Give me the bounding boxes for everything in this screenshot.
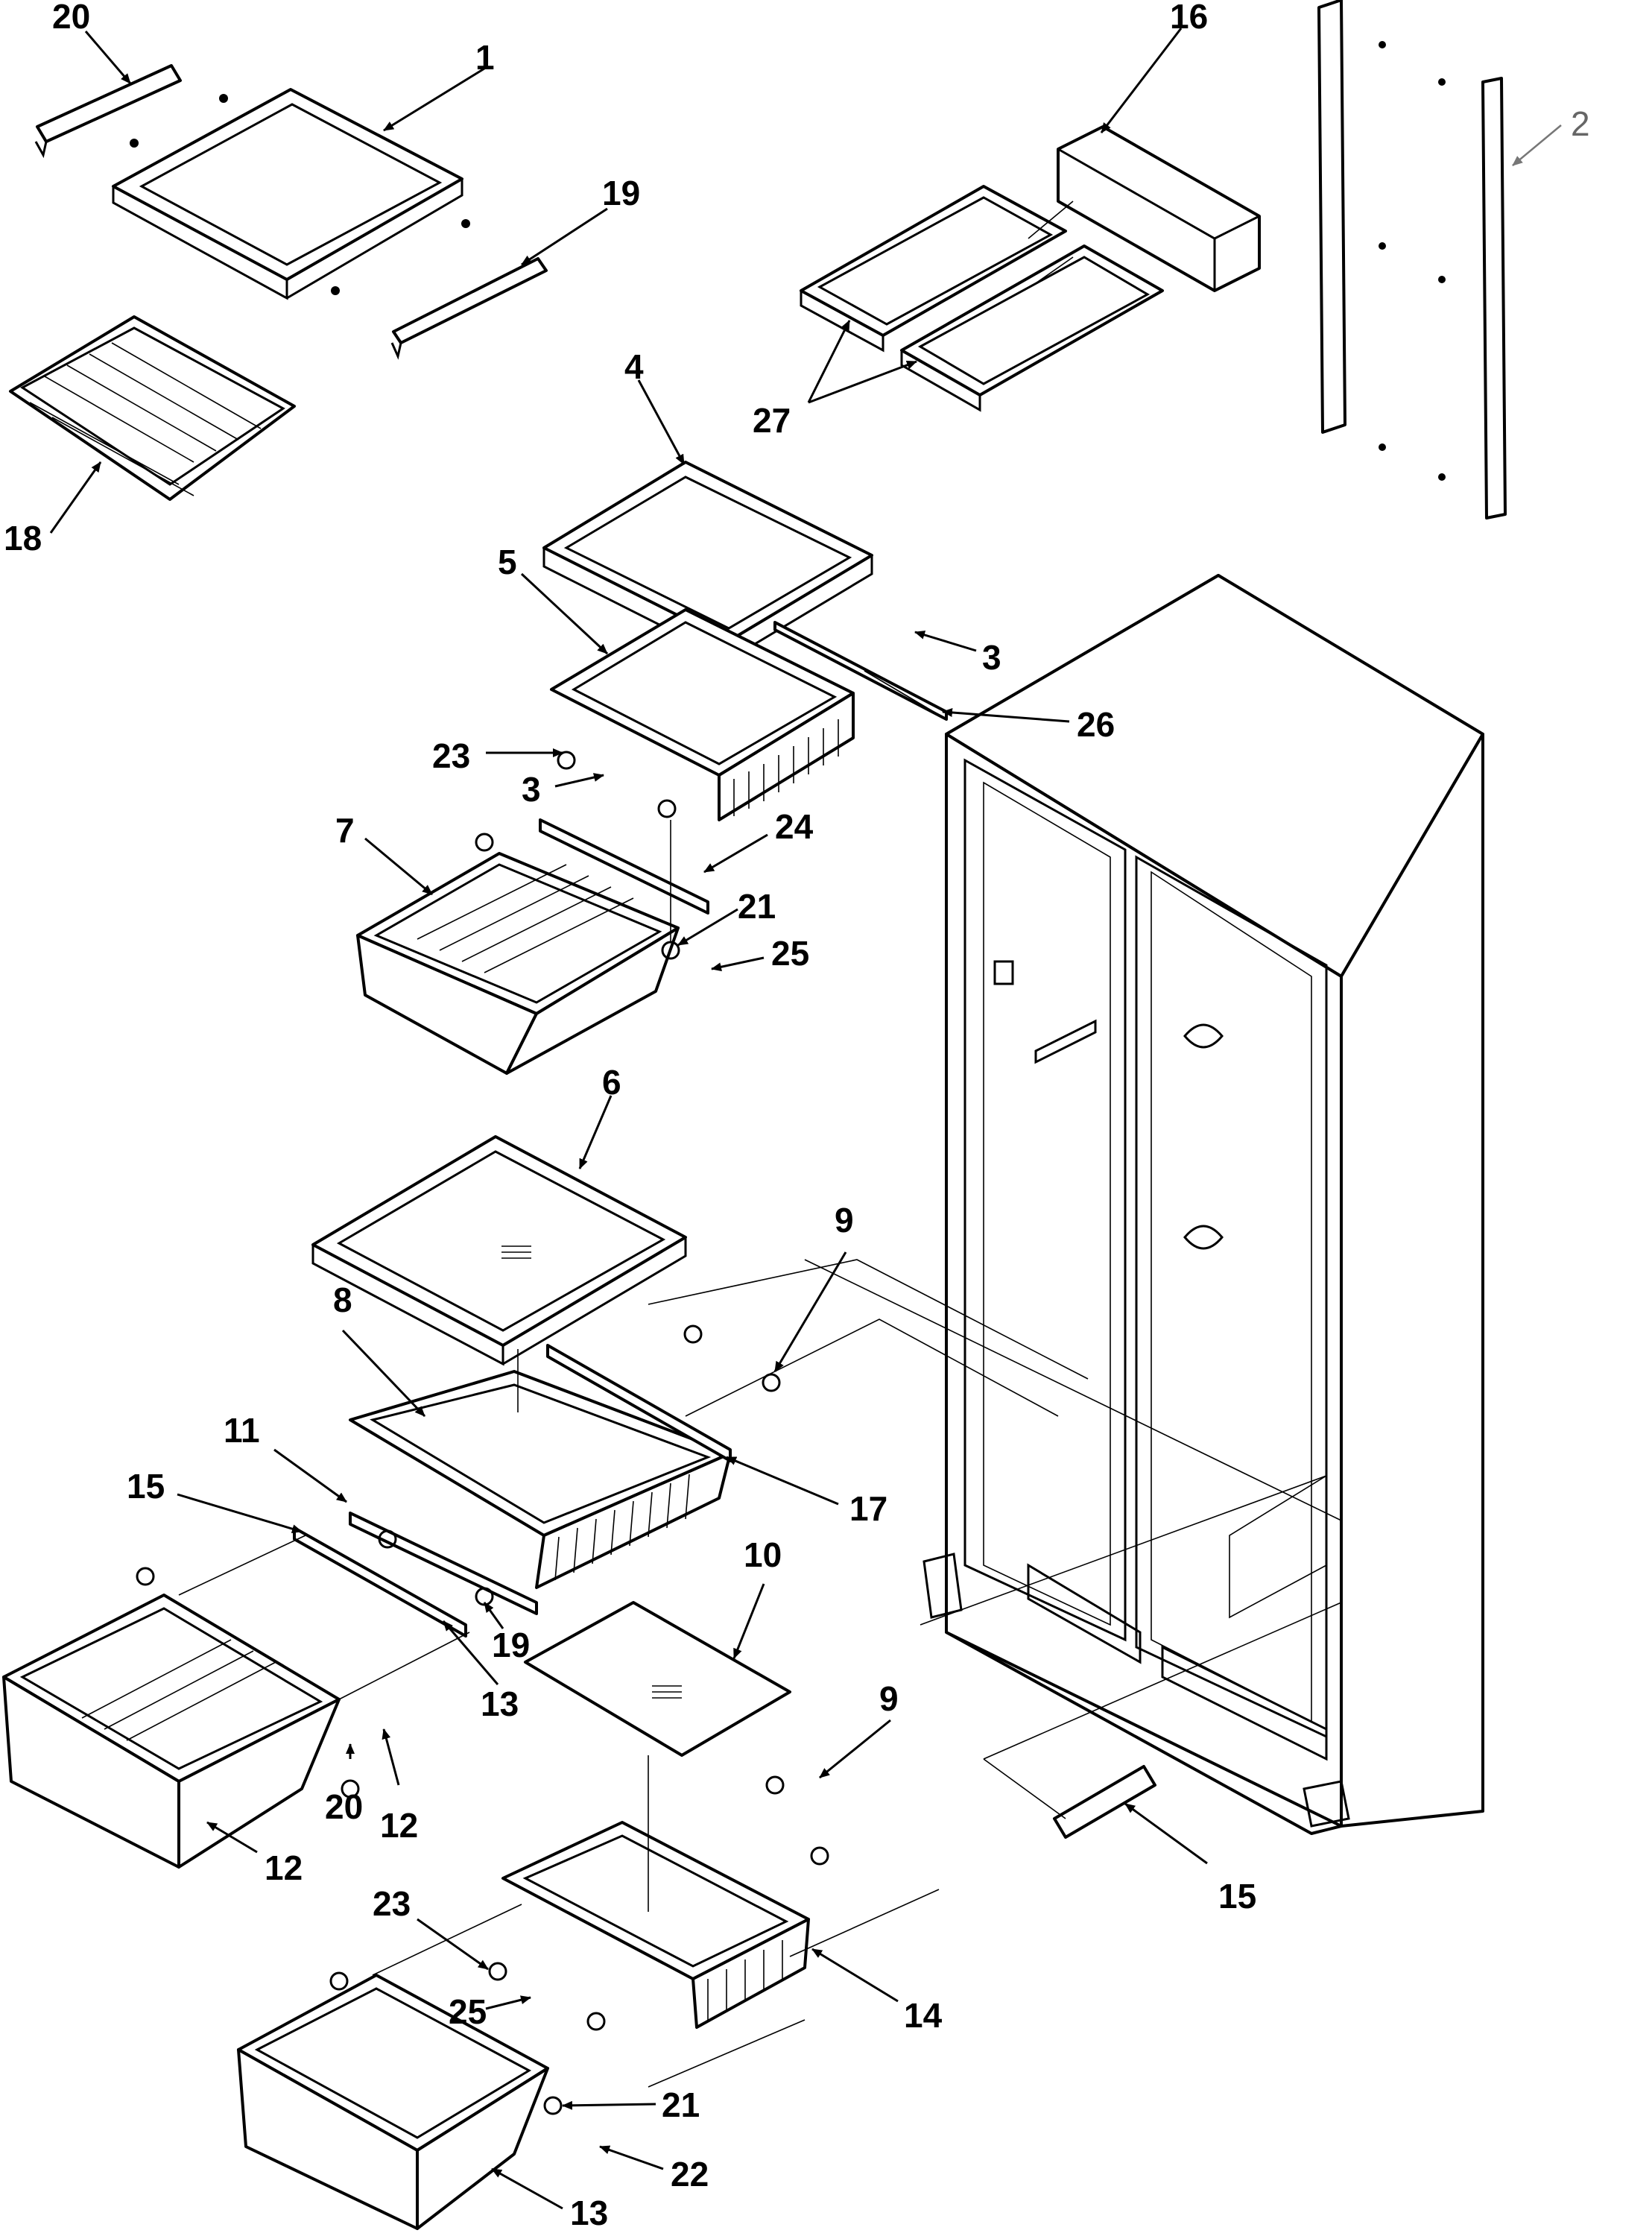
label-11: 11 xyxy=(224,1411,260,1450)
part-2-rails xyxy=(1317,0,1507,520)
label-18: 18 xyxy=(4,519,42,558)
label-20-top: 20 xyxy=(52,0,90,36)
part-11-rail xyxy=(349,1512,538,1615)
label-9-lower: 9 xyxy=(879,1679,899,1718)
label-2: 2 xyxy=(1571,104,1590,143)
label-16: 16 xyxy=(1170,0,1208,36)
part-8-drawer xyxy=(349,1370,732,1589)
label-12-small: 12 xyxy=(380,1806,418,1845)
refrigerator-cabinet xyxy=(922,574,1484,1835)
part-13-crisper xyxy=(237,1974,549,2230)
label-7: 7 xyxy=(335,811,355,850)
part-24-rail xyxy=(539,818,709,915)
leader-lines xyxy=(49,28,1562,2210)
label-25-lower: 25 xyxy=(449,1992,487,2031)
part-14-drawer xyxy=(501,1821,810,2029)
label-21-lower: 21 xyxy=(662,2085,700,2124)
label-8: 8 xyxy=(333,1280,352,1319)
part-27-bins xyxy=(800,185,1164,412)
label-12-crisper: 12 xyxy=(265,1848,303,1887)
label-14: 14 xyxy=(904,1996,943,2035)
part-7-crisper xyxy=(356,852,680,1075)
label-13-upper: 13 xyxy=(481,1684,519,1723)
part-10-glass xyxy=(524,1601,791,1757)
label-25-upper: 25 xyxy=(771,934,809,973)
part-15b-bracket xyxy=(1053,1765,1156,1839)
part-20-trim xyxy=(34,64,182,159)
washers-group-b xyxy=(136,1324,829,2115)
label-26: 26 xyxy=(1077,705,1115,744)
label-5: 5 xyxy=(498,543,517,581)
label-9-upper: 9 xyxy=(835,1201,854,1239)
part-labels: 20 1 19 16 2 18 4 27 5 3 26 23 3 24 7 21… xyxy=(4,0,1590,2232)
label-27: 27 xyxy=(753,401,791,440)
label-22: 22 xyxy=(671,2155,709,2194)
part-18-wire-basket xyxy=(9,315,296,501)
label-10: 10 xyxy=(744,1535,782,1574)
part-6-shelf xyxy=(311,1135,687,1366)
label-19-lower: 19 xyxy=(492,1626,530,1664)
label-23-lower: 23 xyxy=(373,1884,411,1923)
part-15-rail xyxy=(293,1526,467,1638)
label-24: 24 xyxy=(775,807,814,846)
label-19-top: 19 xyxy=(602,174,640,212)
projection-lines xyxy=(178,200,1342,2088)
label-15-left: 15 xyxy=(127,1467,165,1506)
part-19-trim xyxy=(390,257,548,360)
label-1: 1 xyxy=(475,38,495,77)
label-17: 17 xyxy=(849,1489,887,1528)
label-20-lower: 20 xyxy=(325,1787,363,1826)
part-1-shelf xyxy=(112,88,470,300)
label-15-right: 15 xyxy=(1218,1877,1256,1916)
part-12-crisper xyxy=(2,1594,341,1869)
label-3-upper: 3 xyxy=(982,638,1001,677)
label-6: 6 xyxy=(602,1063,621,1102)
label-3-lower: 3 xyxy=(522,770,541,809)
label-13-lower: 13 xyxy=(570,2194,608,2232)
label-23-upper: 23 xyxy=(432,736,470,775)
label-21-upper: 21 xyxy=(738,887,776,926)
part-5-drawer xyxy=(550,608,855,821)
label-4: 4 xyxy=(624,347,644,386)
